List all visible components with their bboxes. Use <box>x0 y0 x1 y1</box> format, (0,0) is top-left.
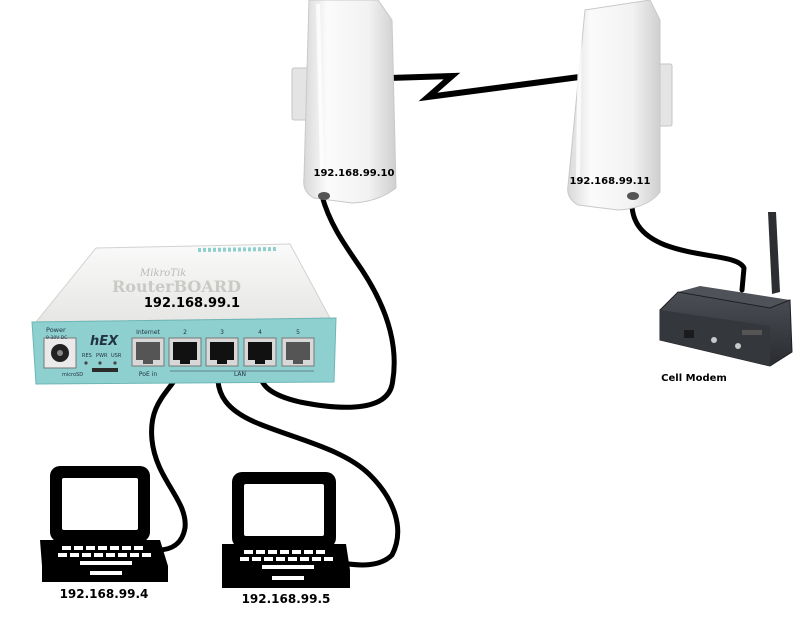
power-label: Power <box>46 326 66 334</box>
modem-connector-1 <box>684 330 694 338</box>
laptop-1-ip: 192.168.99.4 <box>60 587 149 601</box>
pwr-led <box>98 361 102 365</box>
modem-connector-2 <box>711 337 717 343</box>
port-label-2: 2 <box>183 329 187 336</box>
res-label: RES <box>82 353 92 359</box>
port-label-3: 3 <box>220 329 224 336</box>
model-label: hEX <box>90 334 119 349</box>
router-vent-strip <box>197 247 277 252</box>
cable-ap-left-router <box>257 193 397 410</box>
ethernet-port-4 <box>243 337 277 367</box>
modem-top <box>678 286 790 308</box>
poe-in-label: PoE in <box>139 371 157 378</box>
power-jack-pin <box>57 350 63 356</box>
port-label-1: Internet <box>136 329 160 336</box>
ap-left-port <box>318 192 330 200</box>
usr-led <box>113 361 117 365</box>
port-label-4: 4 <box>258 329 262 336</box>
cable-ap-right-modem <box>629 193 747 293</box>
res-led <box>84 361 88 365</box>
ap-left-body <box>303 0 397 204</box>
laptop-2-screen <box>244 484 324 536</box>
microsd-slot <box>92 368 118 372</box>
cable-router-laptop2 <box>215 361 401 568</box>
wireless-link <box>357 71 603 102</box>
router-brand-top: MikroTik <box>139 268 186 279</box>
ethernet-port-2 <box>168 337 202 367</box>
modem-antenna <box>768 212 780 294</box>
cable-router-laptop1 <box>149 361 188 553</box>
router-ip: 192.168.99.1 <box>144 296 240 311</box>
ethernet-port-5 <box>281 337 315 367</box>
modem-led-strip <box>742 330 762 335</box>
cell-modem: Cell Modem <box>659 212 793 384</box>
router-brand-main: RouterBOARD <box>112 277 241 296</box>
ap-left-highlight <box>316 3 324 171</box>
ethernet-ports: Internet 2 3 4 5 <box>131 329 315 378</box>
laptop-1-screen <box>62 478 138 530</box>
laptop-2-ip: 192.168.99.5 <box>242 592 331 606</box>
access-point-right: 192.168.99.11 <box>567 0 673 211</box>
cables <box>149 193 747 568</box>
cell-modem-label: Cell Modem <box>661 373 727 384</box>
access-point-left: 192.168.99.10 <box>291 0 397 204</box>
usr-label: USR <box>111 353 122 359</box>
ethernet-port-1 <box>131 337 165 367</box>
laptop-1-keyboard <box>58 546 151 575</box>
pwr-label: PWR <box>96 353 108 359</box>
ap-right-ip: 192.168.99.11 <box>570 176 651 187</box>
microsd-label: microSD <box>62 372 83 378</box>
ap-right-highlight <box>576 19 582 179</box>
laptop-2-keyboard <box>240 550 333 580</box>
laptop-2: 192.168.99.5 <box>222 472 350 606</box>
ap-right-port <box>627 192 639 200</box>
ap-left-ip: 192.168.99.10 <box>314 168 395 179</box>
power-sub-label: 9-30V DC <box>46 335 67 341</box>
laptop-1: 192.168.99.4 <box>40 466 168 601</box>
ap-right-body <box>567 0 661 211</box>
modem-connector-3 <box>735 343 741 349</box>
port-label-5: 5 <box>296 329 300 336</box>
ethernet-port-3 <box>205 337 239 367</box>
router: MikroTik RouterBOARD 192.168.99.1 Power … <box>31 243 337 385</box>
lan-label: LAN <box>234 371 246 378</box>
